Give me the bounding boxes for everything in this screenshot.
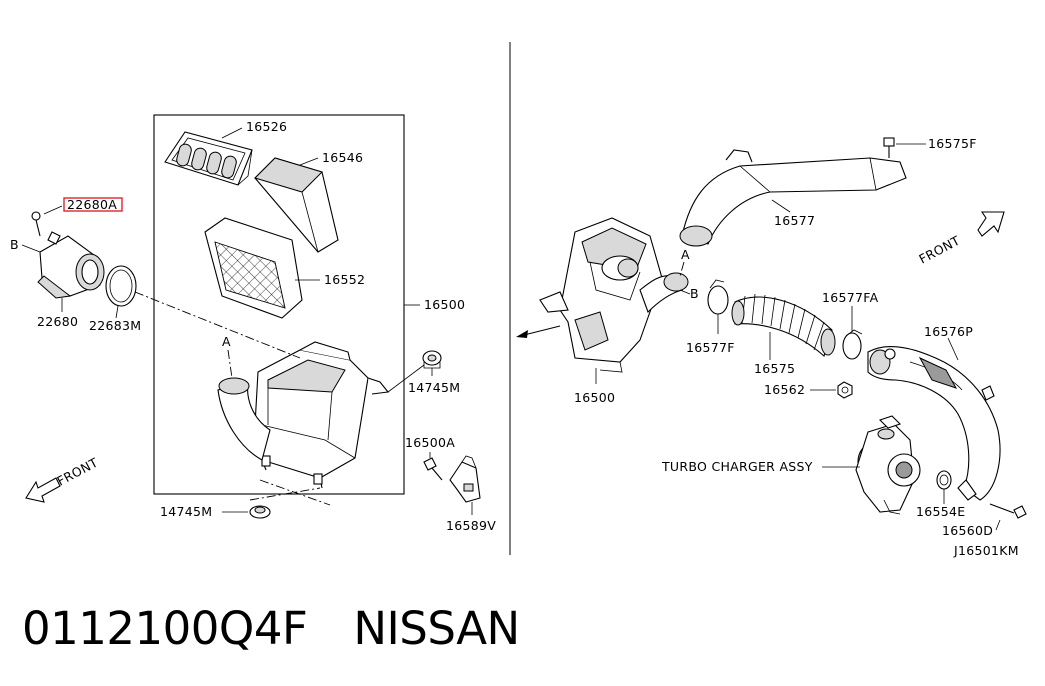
callout-14745M-upper: 14745M <box>408 380 460 395</box>
diagram-code: J16501KM <box>953 543 1019 558</box>
callout-14745M-lower: 14745M <box>160 504 212 519</box>
intake-duct-drawing <box>217 377 271 461</box>
callout-16575: 16575 <box>754 361 795 376</box>
callout-16577: 16577 <box>774 213 815 228</box>
part-16575-drawing <box>731 293 836 357</box>
callout-16560D: 16560D <box>942 523 993 538</box>
marker-b-left: B <box>10 237 19 252</box>
front-label-right: FRONT <box>916 233 962 267</box>
callout-22680A: 22680A <box>67 197 117 212</box>
callout-16500-box: 16500 <box>424 297 465 312</box>
turbo-charger-drawing <box>855 415 921 515</box>
part-16575F-drawing <box>883 137 895 158</box>
part-number-line: 0112100Q4F NISSAN <box>22 598 520 658</box>
callout-16562: 16562 <box>764 382 805 397</box>
part-16577FA-drawing <box>842 329 863 360</box>
front-label-left: FRONT <box>54 455 100 489</box>
part-16560D-drawing <box>989 503 1027 519</box>
callout-16552: 16552 <box>324 272 365 287</box>
marker-a-right: A <box>681 247 690 262</box>
part-22683M-drawing <box>105 265 137 307</box>
part-14745M-upper <box>422 350 442 369</box>
marker-b-right: B <box>690 286 699 301</box>
air-cleaner-lower-housing <box>254 341 390 489</box>
callout-16526: 16526 <box>246 119 287 134</box>
callout-16500A: 16500A <box>405 435 455 450</box>
part-16577F-drawing <box>707 279 729 315</box>
marker-a-left: A <box>222 334 231 349</box>
parts-diagram: 16526 16546 16552 16500 A <box>10 42 1027 558</box>
part-16562-drawing <box>837 381 853 399</box>
air-cleaner-frame <box>153 114 405 495</box>
callout-16577F: 16577F <box>686 340 735 355</box>
callout-16576P: 16576P <box>924 324 973 339</box>
part-16577-drawing <box>679 149 907 247</box>
part-22680-drawing <box>31 211 105 299</box>
callout-16577FA: 16577FA <box>822 290 879 305</box>
callout-16500-right: 16500 <box>574 390 615 405</box>
part-number: 0112100Q4F <box>22 601 308 655</box>
callout-22680: 22680 <box>37 314 78 329</box>
callout-16589V: 16589V <box>446 518 496 533</box>
callout-turbo-charger: TURBO CHARGER ASSY <box>661 459 813 474</box>
callout-16546: 16546 <box>322 150 363 165</box>
callout-22683M-left: 22683M <box>89 318 141 333</box>
part-16589V-drawing <box>449 455 481 503</box>
part-16526-drawing <box>164 131 253 186</box>
air-cleaner-assembly-right <box>539 217 689 373</box>
highlight-box-22680A <box>63 197 123 212</box>
part-16500A-drawing <box>423 457 443 481</box>
part-16554E-drawing <box>936 470 952 490</box>
callout-16554E: 16554E <box>916 504 965 519</box>
part-14745M-lower <box>249 505 271 519</box>
callout-16575F: 16575F <box>928 136 977 151</box>
brand-name: NISSAN <box>353 601 520 655</box>
part-16576P-drawing <box>867 346 1001 501</box>
front-arrow-left <box>25 477 61 503</box>
front-arrow-right <box>977 211 1005 237</box>
part-16546-drawing <box>254 157 339 253</box>
part-16552-drawing <box>204 217 303 319</box>
